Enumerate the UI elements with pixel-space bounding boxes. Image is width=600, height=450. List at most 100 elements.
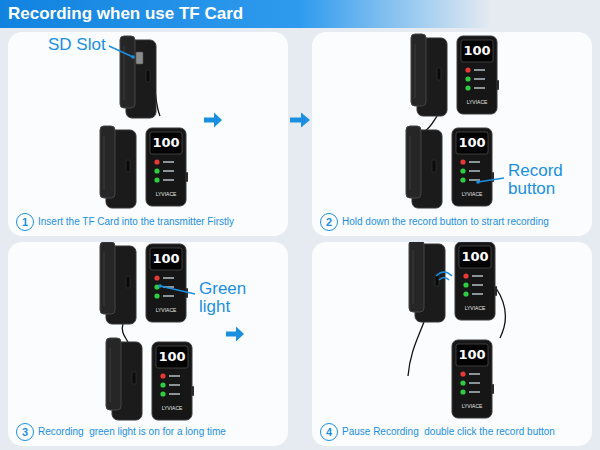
record-button: [497, 80, 499, 90]
device-illustration: [312, 242, 592, 446]
callout-label: SD Slot: [48, 36, 118, 54]
card-slot: [126, 276, 130, 288]
clip-ridge: [104, 252, 105, 306]
tf-card: [136, 52, 143, 64]
transmitter-body: [146, 244, 186, 322]
step-number: 1: [17, 214, 33, 230]
indicator-mark: [469, 373, 480, 375]
indicator-mark: [472, 275, 483, 277]
card-slot: [126, 160, 130, 172]
status-led: [460, 177, 465, 182]
click-mark: [439, 278, 449, 281]
callout-label: Record button: [508, 162, 586, 198]
clip-ridge: [110, 348, 111, 402]
screen-reading: 100: [456, 346, 488, 364]
leader-line: [160, 286, 195, 294]
belt-clip: [106, 338, 121, 410]
step-number-circle: 3: [16, 423, 34, 441]
indicator-mark: [163, 295, 174, 297]
title-text: Recording when use TF Card: [8, 4, 243, 24]
indicator-mark: [472, 284, 483, 286]
device-illustration: [8, 32, 288, 236]
leader-dot: [476, 180, 480, 184]
cable: [496, 288, 506, 338]
clip-ridge: [415, 44, 416, 98]
status-led: [463, 291, 468, 296]
indicator-mark: [474, 69, 485, 71]
transmitter-body: [455, 242, 495, 320]
step-panel: Pause Recording double click the record …: [312, 242, 592, 446]
arrow-head: [301, 113, 310, 128]
belt-clip: [120, 36, 135, 108]
indicator-mark: [163, 170, 174, 172]
step-caption: Hold down the record button to strart re…: [342, 215, 549, 229]
indicator-mark: [163, 161, 174, 163]
status-led: [154, 177, 159, 182]
brand-name: LYVIACE: [152, 405, 192, 412]
transmitter-body: [452, 340, 492, 418]
step-number: 3: [17, 424, 33, 440]
leader-line: [478, 178, 504, 182]
transmitter-body: [146, 128, 186, 206]
step-number: 2: [321, 214, 337, 230]
indicator-mark: [469, 170, 480, 172]
brand-name: LYVIACE: [457, 99, 497, 106]
indicator-mark: [469, 382, 480, 384]
step-arrow: [204, 113, 222, 128]
indicator-mark: [163, 277, 174, 279]
status-led: [154, 293, 159, 298]
card-slot: [432, 160, 436, 172]
step-panel: Insert the TF Card into the transmitter …: [8, 32, 288, 236]
screen-reading: 100: [461, 42, 493, 60]
clip-ridge: [104, 136, 105, 190]
step-panel: Hold down the record button to strart re…: [312, 32, 592, 236]
status-led: [463, 273, 468, 278]
leader-dot: [158, 284, 162, 288]
record-button: [492, 384, 494, 394]
indicator-mark: [169, 393, 180, 395]
record-button: [192, 386, 194, 396]
device-illustration: [8, 242, 288, 446]
step-number-circle: 4: [320, 423, 338, 441]
clip-ridge: [413, 250, 414, 304]
step-caption: Recording green light is on for a long t…: [38, 425, 226, 439]
status-led: [154, 168, 159, 173]
status-led: [465, 76, 470, 81]
transmitter-body: [452, 128, 492, 206]
belt-clip: [411, 34, 426, 106]
display-screen: [456, 344, 488, 366]
clip-ridge: [124, 46, 125, 100]
belt-clip: [406, 126, 421, 198]
screen-reading: 100: [150, 134, 182, 152]
display-screen: [150, 132, 182, 154]
status-led: [154, 159, 159, 164]
step-number-circle: 2: [320, 213, 338, 231]
status-led: [460, 371, 465, 376]
screen-reading: 100: [150, 250, 182, 268]
display-screen: [461, 40, 493, 62]
cable: [122, 324, 128, 342]
step-arrow: [226, 327, 244, 342]
transmitter-body: [457, 36, 497, 114]
indicator-mark: [169, 375, 180, 377]
indicator-mark: [169, 384, 180, 386]
transmitter-body: [152, 342, 192, 420]
indicator-mark: [474, 78, 485, 80]
callout-label: Green light: [199, 280, 261, 316]
step-caption: Insert the TF Card into the transmitter …: [38, 215, 234, 229]
step-number-circle: 1: [16, 213, 34, 231]
brand-name: LYVIACE: [452, 191, 492, 198]
record-button: [495, 286, 497, 296]
connector-shaft: [290, 118, 301, 123]
status-led: [154, 275, 159, 280]
belt-clip: [100, 126, 115, 198]
indicator-mark: [469, 391, 480, 393]
screen-reading: 100: [456, 134, 488, 152]
record-button: [186, 172, 188, 182]
display-screen: [459, 246, 491, 268]
belt-clip: [100, 242, 115, 314]
belt-clip: [409, 242, 424, 312]
display-screen: [156, 346, 188, 368]
card-slot: [437, 68, 441, 80]
